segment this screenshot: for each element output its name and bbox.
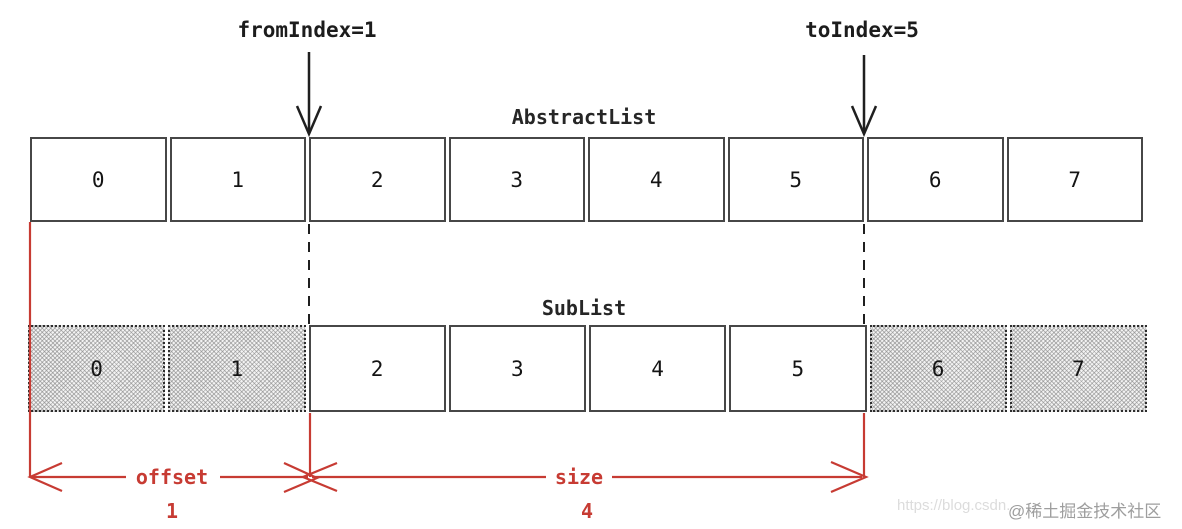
fromindex-label: fromIndex=1 xyxy=(237,18,377,42)
abstract-cell-1: 1 xyxy=(169,137,306,222)
abstract-cell-2: 2 xyxy=(309,137,446,222)
size-label: size xyxy=(551,467,607,487)
size-left-arrowhead-icon xyxy=(300,461,338,493)
abstract-cell-5: 5 xyxy=(727,137,864,222)
sub-cell-4: 4 xyxy=(589,325,727,412)
abstract-cell-4: 4 xyxy=(588,137,725,222)
offset-left-arrowhead-icon xyxy=(27,461,63,493)
abstractlist-row: 0 1 2 3 4 5 6 7 xyxy=(30,137,1143,222)
sub-cell-5: 5 xyxy=(729,325,867,412)
size-right-arrowhead-icon xyxy=(830,460,869,494)
sublist-title: SubList xyxy=(541,296,627,320)
sub-cell-6: 6 xyxy=(869,325,1007,412)
size-value: 4 xyxy=(580,499,594,523)
sub-cell-1: 1 xyxy=(168,325,306,412)
sub-cell-7: 7 xyxy=(1009,325,1147,412)
abstract-cell-7: 7 xyxy=(1006,137,1143,222)
abstract-cell-3: 3 xyxy=(448,137,585,222)
juejin-community-watermark: @稀土掘金技术社区 xyxy=(1008,502,1162,521)
fromindex-arrow-icon xyxy=(295,52,323,138)
sub-cell-2: 2 xyxy=(308,325,446,412)
offset-label: offset xyxy=(132,467,212,487)
sub-cell-0: 0 xyxy=(28,325,166,412)
sublist-row: 0 1 2 3 4 5 6 7 xyxy=(28,325,1147,412)
csdn-url-watermark: https://blog.csdn. xyxy=(897,497,1011,514)
toindex-arrow-icon xyxy=(850,55,878,138)
sub-cell-3: 3 xyxy=(448,325,586,412)
toindex-label: toIndex=5 xyxy=(805,18,919,42)
abstract-cell-0: 0 xyxy=(30,137,167,222)
abstract-cell-6: 6 xyxy=(867,137,1004,222)
offset-value: 1 xyxy=(165,499,179,523)
offset-right-arrowhead-icon xyxy=(283,461,320,494)
abstractlist-title: AbstractList xyxy=(511,105,657,129)
